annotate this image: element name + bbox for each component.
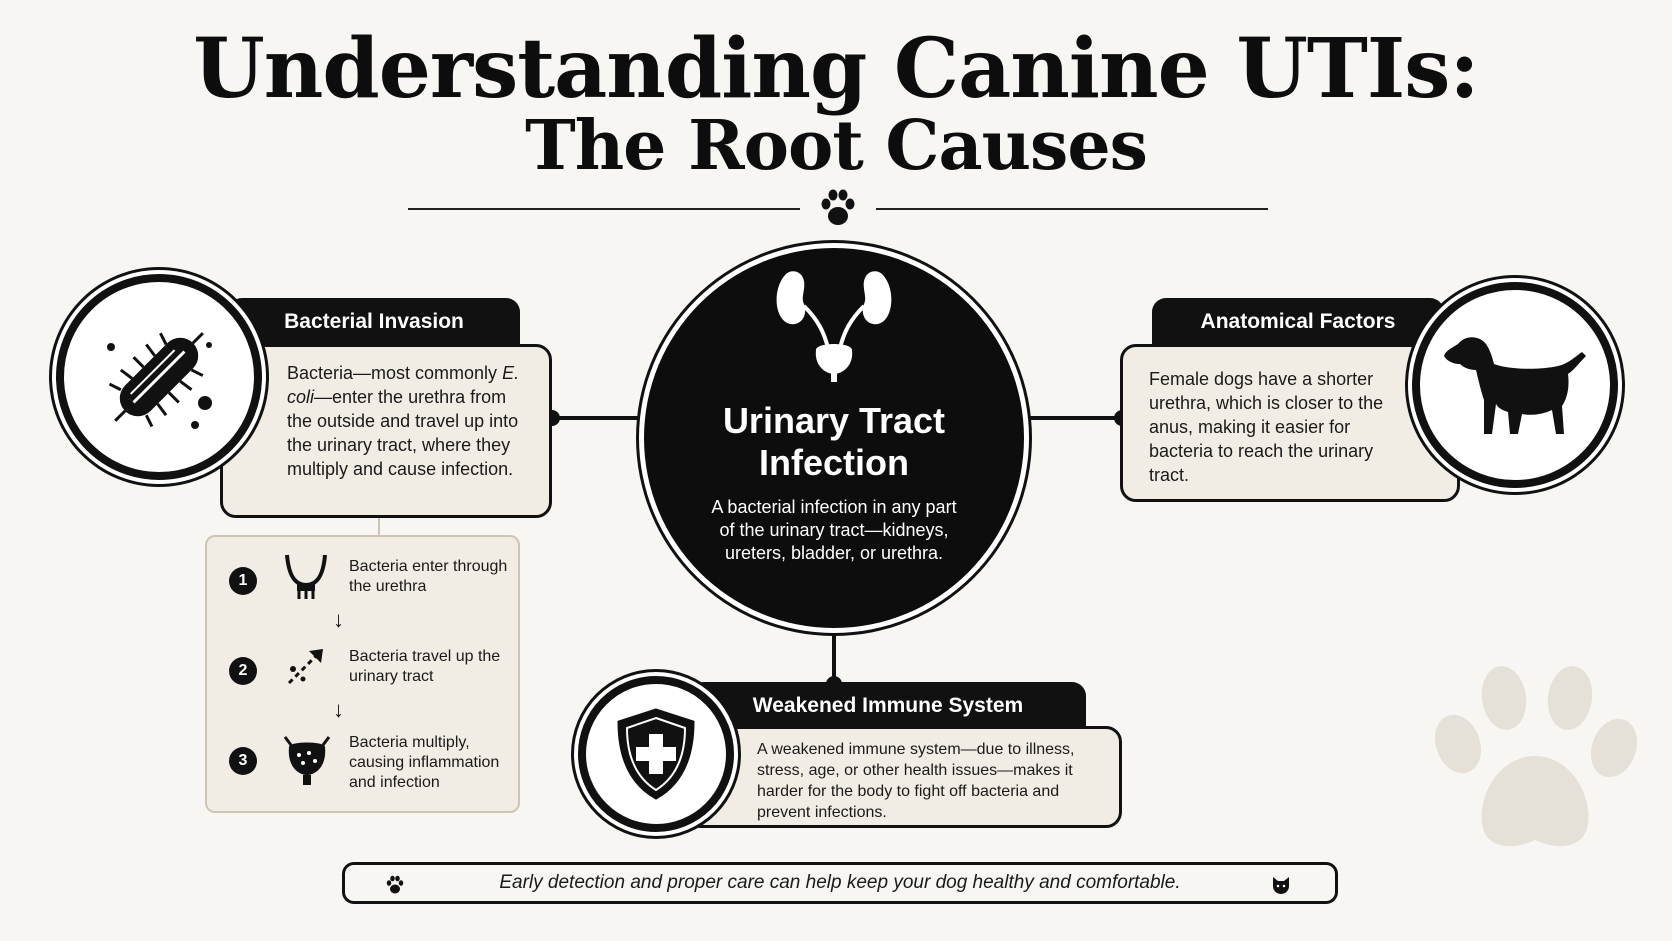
travel-up-arrow-icon: [287, 649, 323, 685]
urinary-system-icon: [776, 271, 892, 382]
footer-dog-face-icon-right: [1273, 877, 1289, 894]
shield-cross-icon: [617, 708, 695, 800]
title-divider-right: [876, 208, 1268, 210]
center-description: A bacterial infection in any part of the…: [711, 497, 957, 563]
step-1-number: 1: [229, 567, 257, 595]
steps-connector: [378, 516, 380, 538]
paw-watermark-icon: [1434, 666, 1638, 847]
footer-text: Early detection and proper care can help…: [499, 872, 1181, 893]
footer-banner: Early detection and proper care can help…: [342, 862, 1338, 904]
immune-system-tab: Weakened Immune System: [690, 682, 1086, 730]
center-uti-circle: Urinary Tract Infection A bacterial infe…: [644, 248, 1024, 628]
center-title-line2: Infection: [759, 442, 909, 483]
shield-icon-circle: [578, 676, 734, 832]
bacterial-text-suffix: —enter the urethra from the outside and …: [287, 387, 519, 479]
paw-icon: [821, 189, 855, 225]
step-2-number: 2: [229, 657, 257, 685]
bacteria-icon: [107, 332, 212, 429]
bacterial-text-prefix: Bacteria—most commonly: [287, 363, 503, 383]
bacterial-text-italic: E. coli: [287, 363, 520, 407]
page-subtitle: The Root Causes: [525, 106, 1148, 186]
arrow-down-icon-2: ↓: [333, 697, 344, 722]
title-divider-left: [408, 208, 800, 210]
bacteria-steps-box: 1 Bacteria enter through the urethra ↓ 2…: [205, 535, 520, 813]
bacteria-icon-circle: [56, 274, 262, 480]
anatomical-factors-box: Female dogs have a shorter urethra, whic…: [1120, 344, 1460, 502]
anatomical-factors-tab: Anatomical Factors: [1152, 298, 1444, 346]
dog-icon-circle: [1412, 282, 1618, 488]
dog-silhouette-icon: [1444, 337, 1586, 434]
page-title: Understanding Canine UTIs:: [193, 21, 1479, 117]
center-title: Urinary Tract Infection: [644, 400, 1024, 484]
connector-right: [1020, 416, 1126, 420]
step-3-number: 3: [229, 747, 257, 775]
connector-bottom: [832, 628, 836, 686]
center-title-line1: Urinary Tract: [722, 400, 946, 441]
bacterial-invasion-box: Bacteria—most commonly E. coli—enter the…: [220, 344, 552, 518]
arrow-down-icon: ↓: [333, 607, 344, 632]
step-3-text: Bacteria multiply, causing inflammation …: [349, 734, 500, 791]
footer-paw-icon-left: [386, 875, 404, 894]
immune-system-box: A weakened immune system—due to illness,…: [684, 726, 1122, 828]
step-1-text: Bacteria enter through the urethra: [349, 558, 508, 595]
bladder-icon: [283, 736, 331, 785]
step-2-text: Bacteria travel up the urinary tract: [349, 648, 501, 685]
connector-left: [550, 416, 650, 420]
bacterial-invasion-tab: Bacterial Invasion: [228, 298, 520, 346]
urethra-icon: [285, 554, 327, 599]
